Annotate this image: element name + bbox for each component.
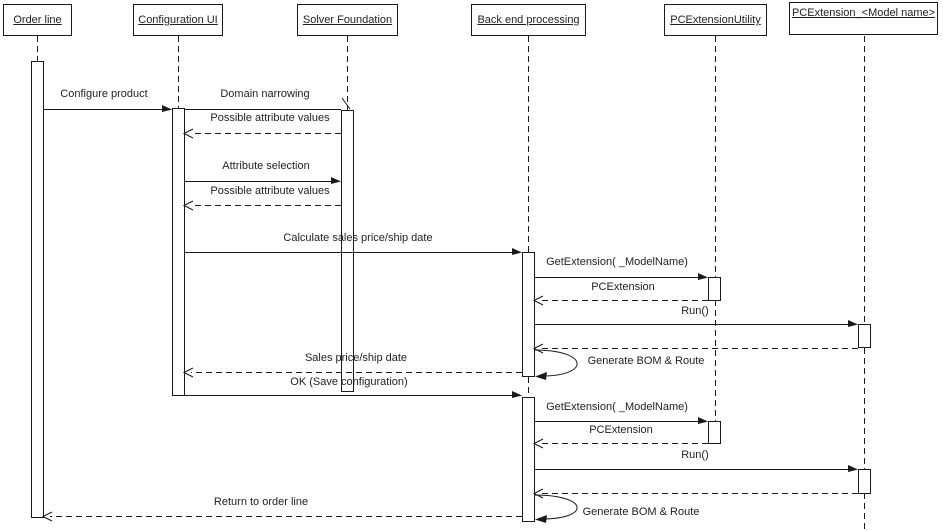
lifeline-configuration-ui: Configuration UI	[133, 4, 223, 36]
label-possible-attribute-values-2: Possible attribute values	[210, 185, 330, 197]
activation-back-end-1	[522, 252, 535, 377]
message-run-2	[534, 465, 858, 472]
message-return-to-order-line	[41, 511, 522, 522]
lifeline-pcextension-model: PCExtension_<Model name>	[789, 2, 938, 35]
activation-configuration-ui	[172, 108, 185, 396]
lifeline-pcextensionutility-label: PCExtensionUtility	[670, 14, 761, 26]
activation-pcextutility-1	[708, 277, 721, 301]
message-sales-price-return	[182, 367, 522, 378]
lifeline-pcextensionutility: PCExtensionUtility	[664, 4, 767, 36]
lifeline-solver-foundation-label: Solver Foundation	[302, 14, 393, 26]
activation-order-line	[31, 61, 44, 518]
message-pcextension-return-1	[532, 295, 708, 306]
lifeline-back-end-processing-label: Back end processing	[477, 14, 580, 26]
lifeline-solver-foundation: Solver Foundation	[297, 4, 398, 36]
label-possible-attribute-values-1: Possible attribute values	[210, 112, 330, 124]
message-generate-bom-route-2	[533, 494, 578, 523]
activation-pcextension-model-2	[858, 469, 871, 494]
activation-solver-foundation	[341, 110, 354, 392]
activation-pcextutility-2	[708, 421, 721, 444]
label-configure-product: Configure product	[60, 88, 148, 100]
label-generate-bom-route-2: Generate BOM & Route	[582, 506, 700, 518]
message-generate-bom-route-1	[533, 349, 578, 380]
label-pcextension-2: PCExtension	[589, 424, 653, 436]
message-run-1	[534, 320, 858, 327]
message-configure-product	[43, 105, 172, 112]
message-possible-attribute-values-1	[182, 128, 341, 139]
label-sales-price-ship-date: Sales price/ship date	[304, 352, 408, 364]
label-run-1: Run()	[681, 305, 709, 317]
activation-back-end-2	[522, 397, 535, 522]
message-run-return-1	[532, 343, 858, 354]
lifeline-pcextension-model-label: PCExtension_<Model name>	[791, 7, 936, 19]
label-run-2: Run()	[681, 449, 709, 461]
label-calculate-sales-price: Calculate sales price/ship date	[283, 232, 433, 244]
lifeline-configuration-ui-label: Configuration UI	[138, 14, 218, 26]
label-generate-bom-route-1: Generate BOM & Route	[587, 355, 705, 367]
activation-pcextension-model-1	[858, 324, 871, 348]
activation-bars	[31, 61, 871, 522]
lifeline-order-line-label: Order line	[13, 14, 62, 26]
message-calculate-sales-price	[184, 248, 522, 255]
label-pcextension-1: PCExtension	[591, 281, 655, 293]
message-domain-narrowing	[184, 97, 351, 110]
message-run-return-2	[532, 488, 858, 499]
message-ok-save-configuration	[184, 391, 522, 398]
label-ok-save-configuration: OK (Save configuration)	[290, 376, 408, 388]
message-getextension-1	[534, 273, 708, 280]
label-domain-narrowing: Domain narrowing	[220, 88, 310, 100]
label-return-to-order-line: Return to order line	[213, 496, 309, 508]
message-attribute-selection	[184, 177, 341, 184]
message-getextension-2	[534, 417, 708, 424]
lifeline-back-end-processing: Back end processing	[471, 4, 586, 36]
message-possible-attribute-values-2	[182, 200, 341, 211]
label-getextension-2: GetExtension( _ModelName)	[546, 401, 688, 413]
message-pcextension-return-2	[532, 438, 708, 449]
lifeline-order-line: Order line	[3, 4, 72, 36]
label-attribute-selection: Attribute selection	[222, 160, 310, 172]
label-getextension-1: GetExtension( _ModelName)	[546, 256, 688, 268]
